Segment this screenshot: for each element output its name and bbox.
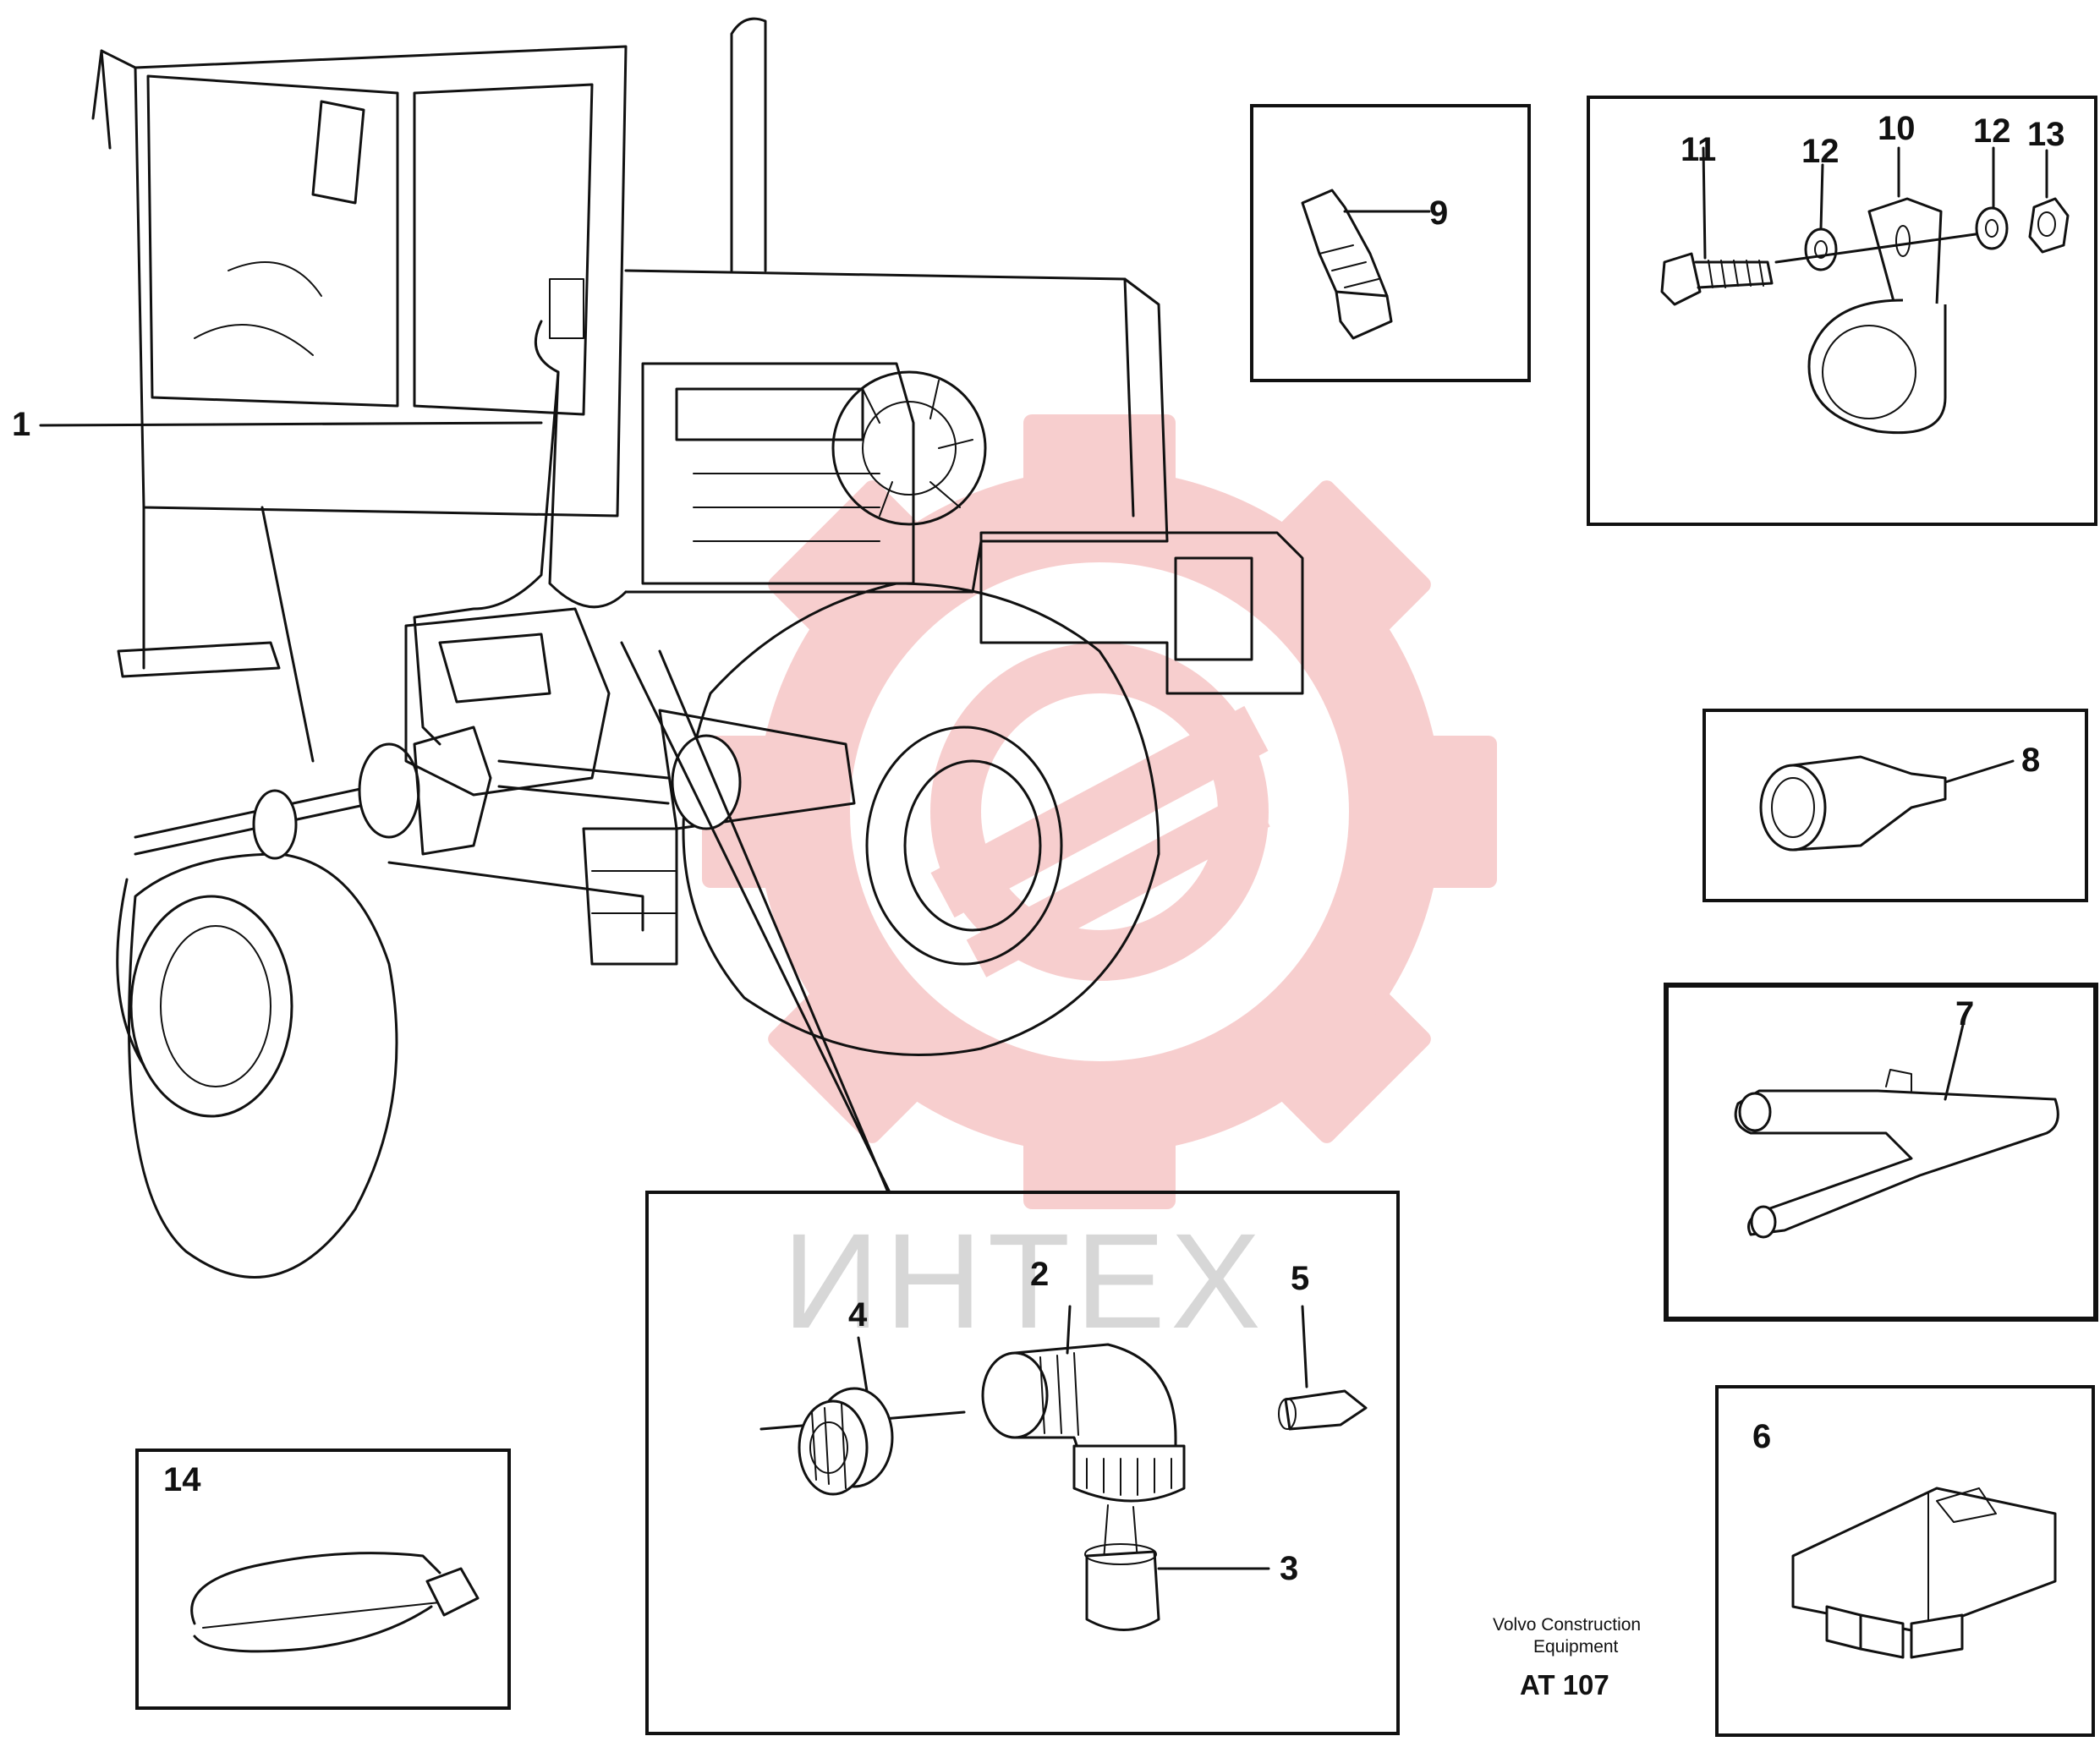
- part-14-cable-tie: [190, 1552, 480, 1653]
- part-13-nut: [2028, 149, 2070, 254]
- callout-10: 10: [1878, 110, 1916, 147]
- part-7-y-branch-hose: [1734, 1009, 2059, 1239]
- callout-11: 11: [1681, 131, 1716, 168]
- detail-box-terminal: [1250, 104, 1531, 382]
- detail-box-sender: [645, 1191, 1400, 1735]
- callout-8: 8: [2021, 742, 2040, 779]
- wheel-loader-illustration: [91, 17, 1304, 1279]
- detail-box-clamp: [1587, 96, 2097, 526]
- part-6-plug-connector: [1791, 1487, 2057, 1659]
- part-12-washer-left: [1804, 163, 1838, 271]
- part-12-washer-right: [1975, 146, 2009, 250]
- part-3-sensor: [1084, 1504, 1270, 1631]
- part-8-rubber-cap: [1759, 755, 2015, 852]
- detail-box-cap: [1702, 709, 2088, 902]
- detail-box-y-branch: [1664, 983, 2098, 1322]
- callout-2: 2: [1030, 1256, 1049, 1293]
- callout-6: 6: [1752, 1418, 1771, 1455]
- caption-line-2: Equipment: [1533, 1637, 1619, 1657]
- part-11-bolt: [1660, 146, 1774, 306]
- watermark-text: ИНТЕХ: [782, 1205, 1266, 1356]
- detail-box-connector: [1715, 1385, 2095, 1737]
- part-9-cable-terminal: [1301, 189, 1431, 340]
- callout-7: 7: [1955, 995, 1974, 1032]
- watermark-gear-logo: [702, 414, 1497, 1209]
- callout-1: 1: [12, 406, 30, 443]
- part-4-nut: [759, 1336, 966, 1496]
- callout-9: 9: [1429, 194, 1448, 232]
- caption-line-1: Volvo Construction: [1493, 1615, 1641, 1635]
- callout-4: 4: [848, 1296, 868, 1334]
- leader-lines: [39, 421, 891, 1194]
- part-5-terminal: [1278, 1305, 1368, 1431]
- detail-box-cable-tie: [135, 1449, 511, 1710]
- callout-5: 5: [1291, 1260, 1309, 1297]
- callout-12: 12: [1801, 133, 1840, 170]
- callout-13: 13: [2027, 116, 2065, 153]
- part-2-elbow: [981, 1305, 1186, 1503]
- callout-12b: 12: [1973, 112, 2011, 150]
- callout-3: 3: [1280, 1550, 1298, 1587]
- caption-code: AT 107: [1520, 1669, 1609, 1700]
- callout-14: 14: [163, 1461, 201, 1498]
- part-10-hose-clamp: [1774, 146, 1989, 435]
